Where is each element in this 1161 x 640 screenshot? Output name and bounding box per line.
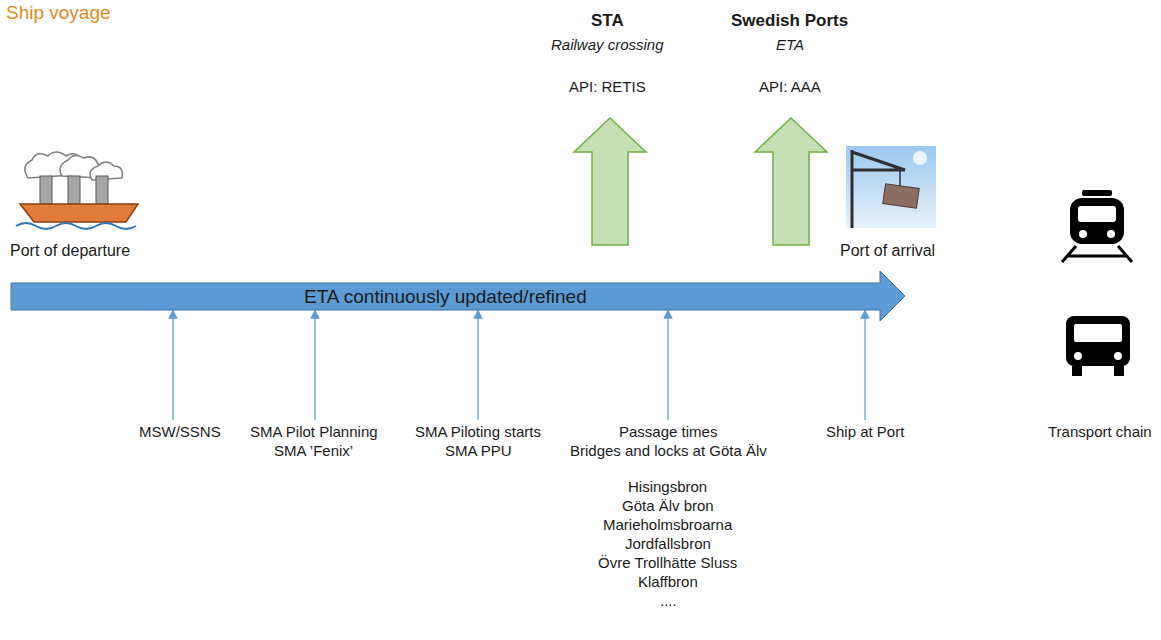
text-label: Hisingsbron bbox=[628, 478, 707, 496]
text-label: SMA Piloting starts bbox=[415, 423, 541, 441]
text-label: Ship at Port bbox=[826, 423, 904, 441]
text-label: Marieholmsbroarna bbox=[603, 516, 732, 534]
port-crane-picture bbox=[846, 146, 936, 228]
text-label: Port of departure bbox=[10, 242, 130, 260]
text-label: Bridges and locks at Göta Älv bbox=[570, 442, 767, 460]
text-label: Passage times bbox=[619, 423, 717, 441]
pointer-arrow bbox=[173, 314, 865, 420]
arrow-label: ETA continuously updated/refined bbox=[304, 286, 587, 308]
text-label: Railway crossing bbox=[551, 36, 664, 54]
text-label: API: RETIS bbox=[569, 78, 646, 96]
text-label: STA bbox=[591, 12, 624, 30]
text-label: SMA PPU bbox=[445, 442, 512, 460]
ship-icon bbox=[16, 152, 138, 229]
text-label: .... bbox=[660, 592, 677, 610]
text-label: Övre Trollhätte Sluss bbox=[598, 554, 737, 572]
train-icon bbox=[1062, 190, 1132, 262]
up-arrow-green bbox=[574, 118, 646, 245]
up-arrow-green bbox=[755, 118, 827, 245]
timeline-arrow: ETA continuously updated/refined bbox=[10, 270, 906, 322]
text-label: Göta Älv bron bbox=[622, 497, 714, 515]
bus-icon bbox=[1066, 316, 1130, 376]
text-label: API: AAA bbox=[759, 78, 821, 96]
text-label: ETA bbox=[776, 36, 804, 54]
text-label: Jordfallsbron bbox=[625, 535, 711, 553]
text-label: SMA ’Fenix’ bbox=[274, 442, 353, 460]
text-label: Klaffbron bbox=[638, 573, 698, 591]
text-label: Transport chain bbox=[1048, 423, 1152, 441]
text-label: Port of arrival bbox=[840, 242, 935, 260]
diagram-title: Ship voyage bbox=[6, 2, 111, 24]
text-label: MSW/SSNS bbox=[139, 423, 221, 441]
text-label: Swedish Ports bbox=[731, 12, 848, 30]
text-label: SMA Pilot Planning bbox=[250, 423, 378, 441]
